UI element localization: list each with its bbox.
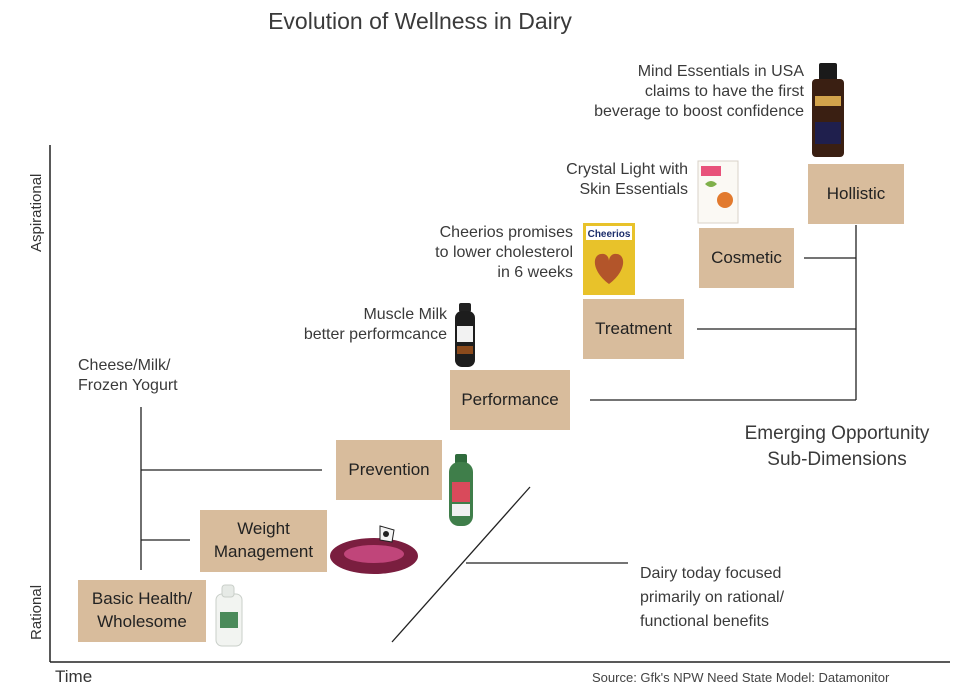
- note-dairy-today-line3: functional benefits: [640, 613, 769, 630]
- mind-essentials-bottle-image: [812, 63, 844, 157]
- dairy-today-diagonal: [391, 486, 531, 643]
- svg-text:Cheerios: Cheerios: [588, 229, 631, 240]
- crystal-light-box-image: [697, 160, 739, 224]
- note-crystal-light: Crystal Light with Skin Essentials: [518, 160, 688, 200]
- note-muscle-milk-line2: better performcance: [303, 326, 447, 343]
- stage-basic-health: Basic Health/ Wholesome: [78, 580, 206, 642]
- note-muscle-milk-line1: Muscle Milk: [363, 306, 447, 323]
- stage-hollistic: Hollistic: [808, 164, 904, 224]
- muscle-milk-bottle-image: [455, 303, 475, 367]
- stage-weight-management: Weight Management: [200, 510, 327, 572]
- note-emerging-line1: Emerging Opportunity: [744, 423, 930, 444]
- yogurt-drink-bottle-image: [449, 454, 473, 526]
- note-crystal-light-line1: Crystal Light with: [566, 161, 688, 178]
- stage-cosmetic: Cosmetic: [699, 228, 794, 288]
- cheerios-box-image: Cheerios: [583, 223, 635, 295]
- y-axis-aspirational-label: Aspirational: [28, 173, 45, 252]
- note-mind-essentials-line2: claims to have the first: [644, 83, 804, 100]
- stage-treatment: Treatment: [583, 299, 684, 359]
- note-dairy-today-line1: Dairy today focused: [640, 565, 782, 582]
- stage-prevention: Prevention: [336, 440, 442, 500]
- stage-performance: Performance: [450, 370, 570, 430]
- diagram-title: Evolution of Wellness in Dairy: [268, 8, 572, 34]
- source-note: Source: Gfk's NPW Need State Model: Data…: [592, 670, 890, 685]
- stage-treatment-label: Treatment: [595, 318, 672, 338]
- note-cheese-line2: Frozen Yogurt: [78, 377, 178, 394]
- stage-weight-management-line1: Weight: [237, 519, 290, 539]
- stage-basic-health-line1: Basic Health/: [91, 589, 193, 609]
- note-dairy-today: Dairy today focused primarily on rationa…: [640, 562, 784, 634]
- note-cheese-line1: Cheese/Milk/: [78, 357, 171, 374]
- note-emerging-opportunity: Emerging Opportunity Sub-Dimensions: [720, 421, 954, 472]
- note-mind-essentials: Mind Essentials in USA claims to have th…: [540, 62, 804, 122]
- note-dairy-today-line2: primarily on rational/: [640, 589, 785, 606]
- stage-cosmetic-label: Cosmetic: [711, 247, 782, 267]
- stage-basic-health-line2: Wholesome: [97, 612, 187, 631]
- note-crystal-light-line2: Skin Essentials: [579, 181, 689, 198]
- y-axis-rational-label: Rational: [28, 584, 45, 640]
- milk-jug-image: [215, 584, 243, 647]
- note-cheerios: Cheerios promises to lower cholesterol i…: [376, 223, 573, 283]
- x-axis-time-label: Time: [55, 667, 93, 686]
- note-mind-essentials-line1: Mind Essentials in USA: [637, 63, 804, 80]
- note-cheerios-line3: in 6 weeks: [497, 264, 573, 281]
- stage-prevention-label: Prevention: [348, 459, 430, 479]
- stage-performance-label: Performance: [461, 389, 559, 409]
- note-cheese-milk-yogurt: Cheese/Milk/ Frozen Yogurt: [78, 356, 178, 396]
- note-muscle-milk: Muscle Milk better performcance: [248, 305, 447, 345]
- frozen-yogurt-logo-image: [330, 525, 418, 574]
- note-emerging-line2: Sub-Dimensions: [767, 448, 907, 470]
- stage-weight-management-line2: Management: [213, 542, 314, 561]
- stage-hollistic-label: Hollistic: [826, 183, 886, 203]
- note-mind-essentials-line3: beverage to boost confidence: [594, 103, 804, 120]
- note-cheerios-line1: Cheerios promises: [439, 224, 573, 241]
- note-cheerios-line2: to lower cholesterol: [435, 244, 573, 261]
